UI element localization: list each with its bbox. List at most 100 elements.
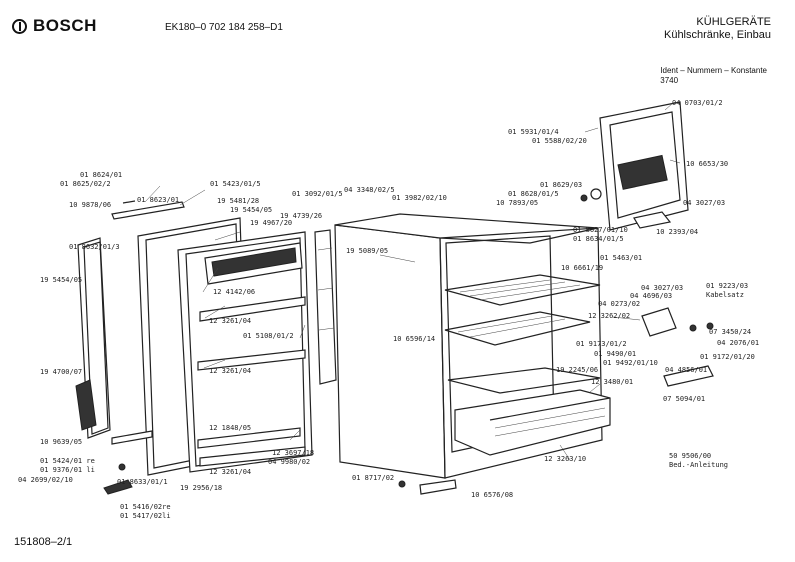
part-label: 01 8625/02/2 — [60, 180, 111, 188]
part-label: 01 5417/02li — [120, 512, 171, 520]
insulation-strip — [314, 229, 337, 385]
vegetable-crisper — [454, 389, 611, 456]
part-label: Bed.-Anleitung — [669, 461, 729, 469]
ident-block: Ident – Nummern – Konstante 3740 — [660, 66, 767, 86]
light-assembly — [641, 307, 714, 337]
part-label: 01 5416/02re — [120, 503, 171, 511]
part-label: 10 2393/04 — [656, 228, 699, 236]
part-label: 12 3263/10 — [544, 455, 587, 463]
part-label: 01 5588/02/20 — [532, 137, 587, 145]
shelf-upper — [444, 274, 601, 306]
part-label: 19 5454/05 — [40, 276, 83, 284]
part-label: 04 0273/02 — [598, 300, 641, 308]
part-label: 19 4967/20 — [250, 219, 293, 227]
part-label: 12 3697/18 — [272, 449, 315, 457]
cabinet-body — [334, 213, 603, 479]
brand: BOSCH — [12, 16, 97, 36]
part-label: 19 2956/18 — [180, 484, 223, 492]
ident-value: 3740 — [660, 76, 679, 85]
door-seal-frame — [77, 237, 111, 439]
evaporator-cover — [599, 101, 689, 231]
category-line-2: Kühlschränke, Einbau — [663, 29, 771, 41]
part-label: 12 1848/05 — [209, 424, 252, 432]
part-label: 10 6653/30 — [686, 160, 729, 168]
part-label: 01 3092/01/5 — [292, 190, 343, 198]
door-bottom-rail — [111, 430, 153, 445]
part-label: 01 5931/01/4 — [508, 128, 559, 136]
part-label: 01 8717/02 — [352, 474, 395, 482]
part-label: 10 6661/19 — [561, 264, 604, 272]
leader-lines — [144, 102, 681, 461]
part-label: 01 8633/01/1 — [117, 478, 168, 486]
glass-plate — [447, 367, 601, 394]
part-label: 04 4856/01 — [665, 366, 708, 374]
door-shelf-top — [199, 296, 306, 322]
part-label: 01 5424/01 re — [40, 457, 95, 465]
terminal-block — [663, 365, 714, 387]
part-label: 01 8629/03 — [540, 181, 583, 189]
part-label: 01 8632/01/3 — [69, 243, 120, 251]
part-label: 04 9980/02 — [268, 458, 311, 466]
part-label: 04 3027/03 — [641, 284, 684, 292]
part-label: 01 9172/01/20 — [700, 353, 755, 361]
part-label: 01 8623/01 — [137, 196, 180, 204]
door-shelf-middle — [197, 349, 306, 371]
category-line-1: KÜHLGERÄTE — [696, 16, 771, 28]
part-label: 19 5454/05 — [230, 206, 273, 214]
part-label: 12 3261/04 — [209, 367, 252, 375]
part-label: 04 2699/02/10 — [18, 476, 73, 484]
brand-name: BOSCH — [33, 16, 97, 35]
part-label: 01 9376/01 li — [40, 466, 95, 474]
part-label: 04 2076/01 — [717, 339, 760, 347]
part-label: 12 3262/02 — [588, 312, 631, 320]
part-label: 01 8624/01 — [80, 171, 123, 179]
part-label: 50 9506/00 — [669, 452, 712, 460]
part-label: 19 4700/07 — [40, 368, 83, 376]
shelf-lower — [444, 311, 591, 346]
bosch-logo-icon — [12, 18, 27, 34]
part-label: 01 8634/01/5 — [573, 235, 624, 243]
bottom-hinge — [103, 463, 133, 495]
part-label: 01 9223/03 — [706, 282, 749, 290]
part-label: Kabelsatz — [706, 291, 744, 299]
document-number: 151808–2/1 — [14, 536, 73, 548]
part-label: 12 4142/06 — [213, 288, 256, 296]
butter-compartment — [204, 242, 303, 285]
bottom-trim — [398, 479, 457, 495]
part-label: 01 9490/01 — [594, 350, 637, 358]
part-label: 10 9878/06 — [69, 201, 112, 209]
part-label: 01 8627/01/10 — [573, 226, 628, 234]
part-label: 04 0703/01/2 — [672, 99, 723, 107]
door-handle — [75, 379, 97, 431]
part-label: 07 5094/01 — [663, 395, 706, 403]
part-label: 04 4696/03 — [630, 292, 673, 300]
part-label: 04 3348/02/5 — [344, 186, 395, 194]
part-label: 12 3261/04 — [209, 317, 252, 325]
thermostat — [580, 188, 602, 202]
part-label: 10 6576/08 — [471, 491, 514, 499]
part-label: 19 5481/28 — [217, 197, 260, 205]
drip-tray — [633, 211, 672, 229]
part-label: 10 7893/05 — [496, 199, 539, 207]
part-label: 19 4739/26 — [280, 212, 323, 220]
door-shelf-bottom — [197, 427, 301, 449]
part-label: 19 2245/06 — [556, 366, 599, 374]
part-label: 10 9639/05 — [40, 438, 83, 446]
part-label: 10 6596/14 — [393, 335, 436, 343]
part-label: 01 3982/02/10 — [392, 194, 447, 202]
part-label: 04 3027/03 — [683, 199, 726, 207]
part-label: 01 9492/01/10 — [603, 359, 658, 367]
part-label: 01 5108/01/2 — [243, 332, 294, 340]
part-label: 01 5463/01 — [600, 254, 643, 262]
part-label: 01 8628/01/5 — [508, 190, 559, 198]
door-shelf-lowest — [199, 446, 306, 467]
part-label: 12 3261/04 — [209, 468, 252, 476]
part-label: 01 9173/01/2 — [576, 340, 627, 348]
part-label: 07 3450/24 — [709, 328, 752, 336]
part-label: 19 5089/05 — [346, 247, 389, 255]
part-label: 01 5423/01/5 — [210, 180, 261, 188]
part-label: 12 3480/01 — [591, 378, 634, 386]
model-number: EK180–0 702 184 258–D1 — [165, 22, 283, 33]
hinge-strip — [111, 200, 185, 220]
